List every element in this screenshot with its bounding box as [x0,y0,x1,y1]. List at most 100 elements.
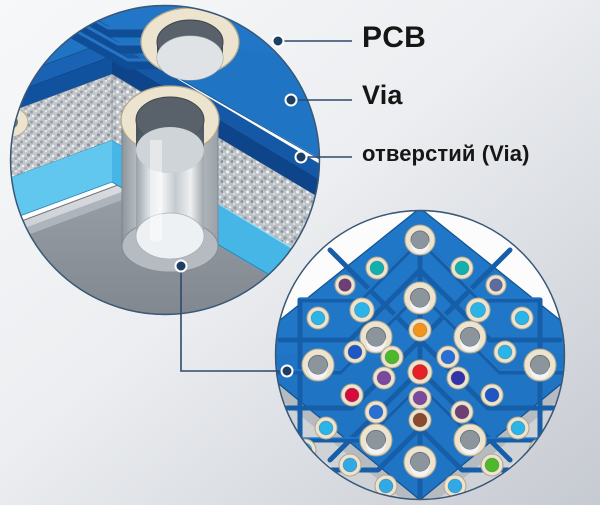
detail-callout-connector [174,259,294,378]
via-hole-highlight [460,337,480,352]
pad-fill [514,310,530,326]
detail-via-pad [403,281,437,315]
pad-fill [368,404,384,420]
label-pcb: PCB [362,21,426,54]
detail-smd-pad [372,366,396,390]
detail-smd-pad [340,383,364,407]
detail-smd-pad [446,366,470,390]
detail-smd-pad [408,386,432,410]
leader-dot [294,150,308,164]
detail-smd-pad [443,474,467,498]
via-hole-highlight [460,440,480,455]
pad-fill [412,364,428,380]
leader-dot [271,34,285,48]
pad-fill [484,387,500,403]
via-hole-highlight [308,365,328,380]
detail-via-pad [359,320,393,354]
detail-smd-pad [485,274,507,296]
detail-smd-pad [450,400,474,424]
leader-hole [294,150,352,164]
detail-smd-pad [480,383,504,407]
pad-fill [510,420,526,436]
via-hole-highlight [410,298,430,313]
via-hole-highlight [530,365,550,380]
detail-smd-pad [450,256,474,280]
pad-annular-ring [528,438,552,462]
pad-fill [310,310,326,326]
pad-fill [450,370,466,386]
leader-pcb [271,34,352,48]
detail-smd-pad [306,306,330,330]
detail-via-pad [403,445,437,479]
detail-smd-pad [506,416,530,440]
pad-fill [412,390,428,406]
top-via-rear [140,7,240,81]
detail-smd-pad [528,438,552,462]
label-hole-via: отверстий (Via) [362,141,530,166]
detail-circle-pad-array [274,209,566,501]
label-via: Via [362,80,403,110]
detail-via-pad [453,320,487,354]
pad-fill [378,478,394,494]
pad-fill [347,344,363,360]
detail-pads [293,224,557,498]
pad-fill [412,322,428,338]
via-hole [459,429,481,451]
pad-fill [489,278,503,292]
via-hole [409,451,431,473]
pad-fill [412,412,428,428]
leader-lines [271,34,352,164]
detail-smd-pad [510,306,534,330]
detail-via-pad [453,423,487,457]
pad-fill [384,349,400,365]
detail-via-pad [359,423,393,457]
via-hole-highlight [366,440,386,455]
via-hole [307,354,329,376]
pad-fill [447,478,463,494]
detail-smd-pad [408,318,432,342]
via-hole [410,230,430,250]
callout-polyline [180,266,287,372]
pad-fill [454,260,470,276]
detail-smd-pad [380,345,404,369]
detail-smd-pad [349,297,375,323]
detail-smd-pad [364,400,388,424]
detail-via-pad [404,224,436,256]
detail-smd-pad [374,474,398,498]
detail-smd-pad [343,340,367,364]
plated-through-hole-barrel [120,85,220,273]
pad-fill [297,442,313,458]
via-hole [365,429,387,451]
via-hole [459,326,481,348]
detail-smd-pad [365,256,389,280]
via-hole-highlight [366,337,386,352]
pad-fill [369,260,385,276]
pad-fill [354,302,370,318]
pad-fill [497,344,513,360]
via-hole [365,326,387,348]
detail-smd-pad [436,345,460,369]
detail-smd-pad [314,416,338,440]
pad-fill [532,442,548,458]
detail-smd-pad [334,274,356,296]
detail-via-pad [523,348,557,382]
pad-fill [344,387,360,403]
via-hole-highlight [410,462,430,477]
detail-smd-pad [408,408,432,432]
pad-fill [470,302,486,318]
pad-fill [342,457,358,473]
pad-fill [376,370,392,386]
pad-fill [440,349,456,365]
detail-smd-pad [407,359,433,385]
pad-fill [318,420,334,436]
leader-via [284,93,352,107]
pad-fill [484,457,500,473]
via-hole [529,354,551,376]
pad-fill [454,404,470,420]
callout-dot-source [174,259,188,273]
via-hole-highlight [411,240,429,254]
detail-smd-pad [480,453,504,477]
callout-dot-target [280,364,294,378]
